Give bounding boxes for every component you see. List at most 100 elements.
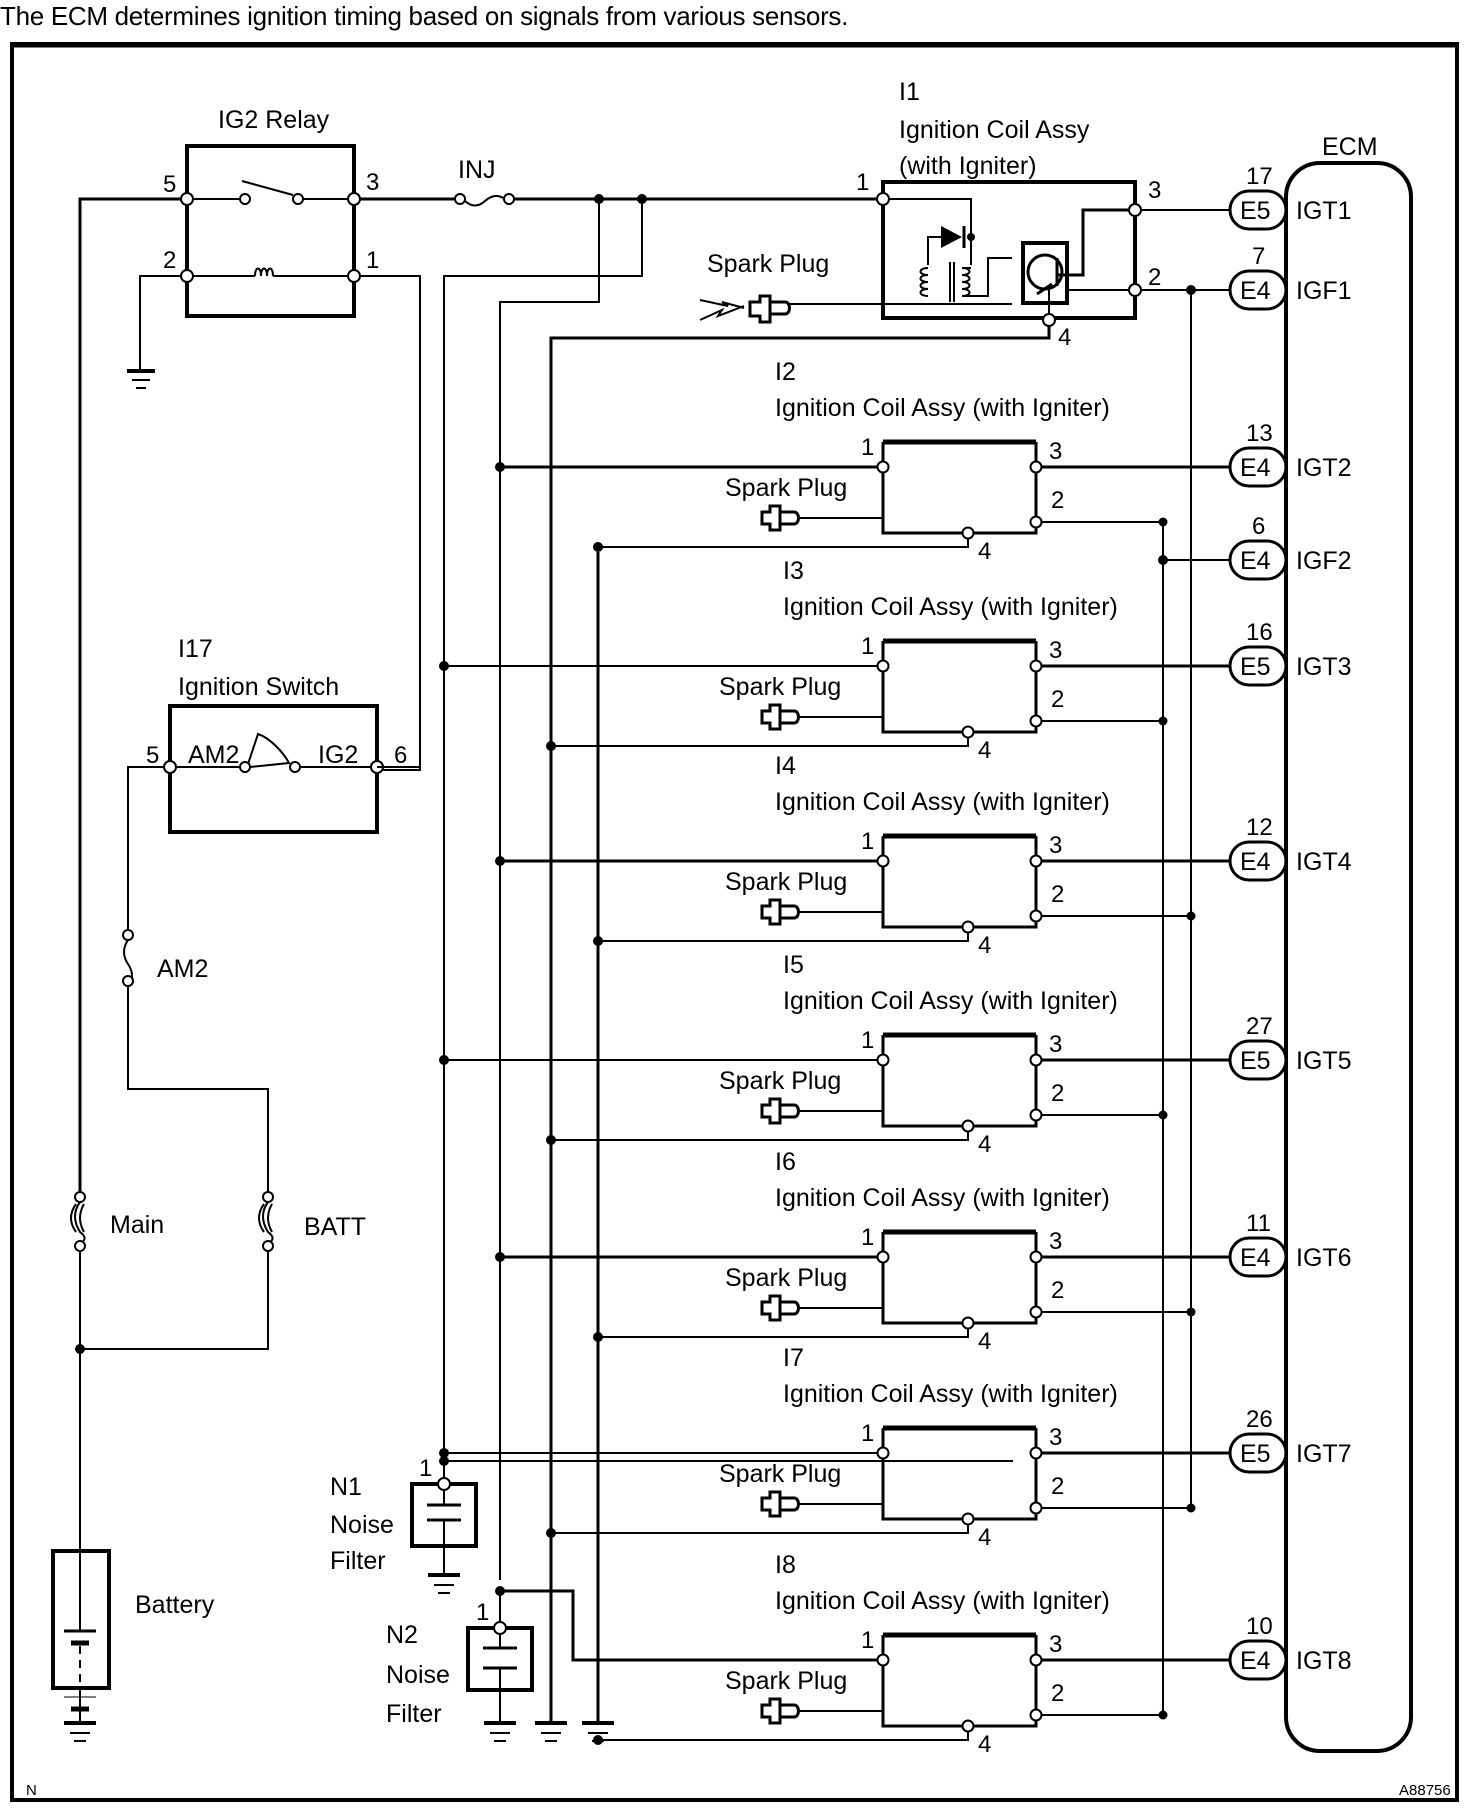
pin-label: 3 xyxy=(1049,438,1062,465)
connector-id: E5 xyxy=(1240,653,1271,681)
caption: The ECM determines ignition timing based… xyxy=(0,1,849,31)
ecm-title: ECM xyxy=(1322,133,1378,161)
pin-label: 1 xyxy=(861,1224,874,1251)
ecm-signal-label: IGF1 xyxy=(1296,277,1352,305)
spark-plug-label: Spark Plug xyxy=(719,1067,841,1095)
pin-label: 3 xyxy=(1049,1424,1062,1451)
pin-label: 1 xyxy=(861,1027,874,1054)
pin-label: 3 xyxy=(1049,832,1062,859)
ecm-signal-label: IGF2 xyxy=(1296,547,1352,575)
coil-title: Ignition Coil Assy (with Igniter) xyxy=(783,987,1118,1015)
coil-title: Ignition Coil Assy (with Igniter) xyxy=(775,394,1110,422)
pin-label: 3 xyxy=(1148,177,1161,204)
coil-code: I3 xyxy=(783,557,804,585)
coil-title: Ignition Coil Assy (with Igniter) xyxy=(775,788,1110,816)
spark-plug-icon xyxy=(760,1490,800,1518)
spark-plug-label: Spark Plug xyxy=(719,1460,841,1488)
ecm-pin-number: 11 xyxy=(1246,1210,1271,1237)
pin-label: 1 xyxy=(861,1420,874,1447)
spark-plug-icon xyxy=(760,703,800,731)
relay-coil-icon xyxy=(254,267,274,277)
pin-label: 4 xyxy=(1058,324,1071,351)
coil-code: I1 xyxy=(899,78,920,106)
spark-plug-icon xyxy=(760,1097,800,1125)
spark-plug-icon xyxy=(760,504,800,532)
coil-code: I6 xyxy=(775,1148,796,1176)
pin-label: 2 xyxy=(1051,1680,1064,1707)
pin-label: 4 xyxy=(978,737,991,764)
coil-title: Ignition Coil Assy (with Igniter) xyxy=(783,593,1118,621)
ecm: ECM xyxy=(1284,133,1413,1753)
connector-badge xyxy=(1228,1236,1288,1278)
pin-label: 1 xyxy=(861,1627,874,1654)
pin-label: 2 xyxy=(1051,686,1064,713)
diagram-frame xyxy=(10,42,1459,1802)
switch-contact-icon xyxy=(246,732,291,768)
connector-id: E5 xyxy=(1240,197,1271,225)
am2-fuse-icon xyxy=(122,929,134,987)
pin-label: 1 xyxy=(476,1599,489,1626)
coil-title: (with Igniter) xyxy=(899,152,1037,180)
ground-icon xyxy=(127,369,155,389)
ecm-pin-number: 16 xyxy=(1246,619,1273,646)
ecm-signal-label: IGT8 xyxy=(1296,1647,1352,1675)
pin-label: 5 xyxy=(163,171,176,198)
switch-ig2-label: IG2 xyxy=(318,741,358,769)
main-fuse-label: Main xyxy=(110,1211,164,1239)
ecm-signal-label: IGT7 xyxy=(1296,1440,1352,1468)
connector-id: E4 xyxy=(1240,848,1271,876)
ecm-signal-label: IGT5 xyxy=(1296,1047,1352,1075)
pin-label: 4 xyxy=(978,1131,991,1158)
spark-plug-icon xyxy=(760,1697,800,1725)
batt-fuse-icon xyxy=(258,1191,274,1252)
coil-title: Ignition Coil Assy (with Igniter) xyxy=(775,1184,1110,1212)
pin-label: 2 xyxy=(1051,1080,1064,1107)
connector-id: E4 xyxy=(1240,454,1271,482)
pin-label: 1 xyxy=(366,247,379,274)
pin-label: 2 xyxy=(1051,487,1064,514)
pin-label: 3 xyxy=(1049,1228,1062,1255)
pin-label: 3 xyxy=(1049,1031,1062,1058)
spark-plug-label: Spark Plug xyxy=(725,474,847,502)
coil-title: Ignition Coil Assy (with Igniter) xyxy=(783,1380,1118,1408)
ecm-signal-label: IGT1 xyxy=(1296,197,1352,225)
connector-badge xyxy=(1228,1039,1288,1081)
ignition-switch-title: Ignition Switch xyxy=(178,673,339,701)
pin-label: 1 xyxy=(419,1455,432,1482)
ground-icon xyxy=(484,1721,516,1742)
pin-label: 1 xyxy=(861,828,874,855)
pin-label: 1 xyxy=(861,633,874,660)
connector-id: E4 xyxy=(1240,1244,1271,1272)
pin-label: 2 xyxy=(1148,264,1161,291)
battery-label: Battery xyxy=(135,1591,215,1619)
pin-label: 1 xyxy=(856,169,869,196)
connector-badge xyxy=(1228,840,1288,882)
ignition-switch: I17 Ignition Switch AM2 IG2 5 6 xyxy=(146,635,407,834)
connector-badge xyxy=(1228,189,1288,231)
pin-label: 2 xyxy=(163,247,176,274)
connector-badge xyxy=(1228,1639,1288,1681)
connector-badge xyxy=(1228,539,1288,581)
inj-fuse-label: INJ xyxy=(458,156,496,184)
pin-label: 4 xyxy=(978,1731,991,1758)
switch-am2-label: AM2 xyxy=(188,741,239,769)
corner-mark: N xyxy=(26,1782,37,1799)
ecm-pin-number: 13 xyxy=(1246,420,1273,447)
connector-id: E4 xyxy=(1240,547,1271,575)
ecm-signal-label: IGT2 xyxy=(1296,454,1352,482)
ecm-pin-number: 17 xyxy=(1246,163,1273,190)
coil-title: Ignition Coil Assy xyxy=(899,116,1090,144)
